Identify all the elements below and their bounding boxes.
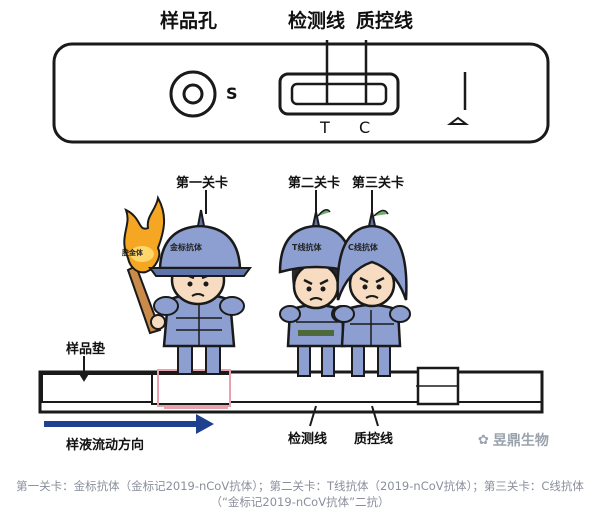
c1-helmet-text: 金标抗体 [170,243,202,252]
sample-well-label: 样品孔 [160,10,218,32]
pointer-lines [77,190,379,427]
watermark: ✿ 昱鼎生物 [478,430,549,450]
gate2-label: 第二关卡 [288,176,341,191]
result-window [278,40,400,116]
wechat-icon: ✿ [478,432,489,448]
torch-tag-text: 胶金体 [122,249,143,257]
c3-helmet-text: C线抗体 [348,243,378,252]
torch-icon [123,195,165,335]
figure-caption: 第一关卡：金标抗体（金标记2019-nCoV抗体）；第二关卡：T线抗体（2019… [16,479,584,509]
character-t-line-antibody [278,209,354,377]
test-strip [38,366,544,414]
character-gold-antibody [123,195,252,375]
s-mark: S [226,84,238,103]
test-cassette [52,40,550,144]
t-mark: T [320,118,330,137]
sample-well [169,70,217,118]
c-mark: C [359,118,371,137]
conjugate-pad [151,373,231,405]
flow-arrow [44,414,214,434]
sample-pad-block [41,373,153,403]
gate3-label: 第三关卡 [352,176,405,191]
pink-zone [157,369,231,407]
gate1-label: 第一关卡 [176,176,229,191]
test-line-label-top: 检测线 [288,10,346,32]
control-line-label-top: 质控线 [356,10,414,32]
flow-direction-label: 样液流动方向 [66,438,145,453]
control-line-label-bottom: 质控线 [354,432,394,447]
character-c-line-antibody [333,209,411,377]
sample-pad-label: 样品垫 [66,342,106,357]
c2-helmet-text: T线抗体 [292,243,322,252]
lateral-flow-diagram [38,40,550,434]
test-line-label-bottom: 检测线 [288,432,328,447]
watermark-text: 昱鼎生物 [492,433,549,449]
